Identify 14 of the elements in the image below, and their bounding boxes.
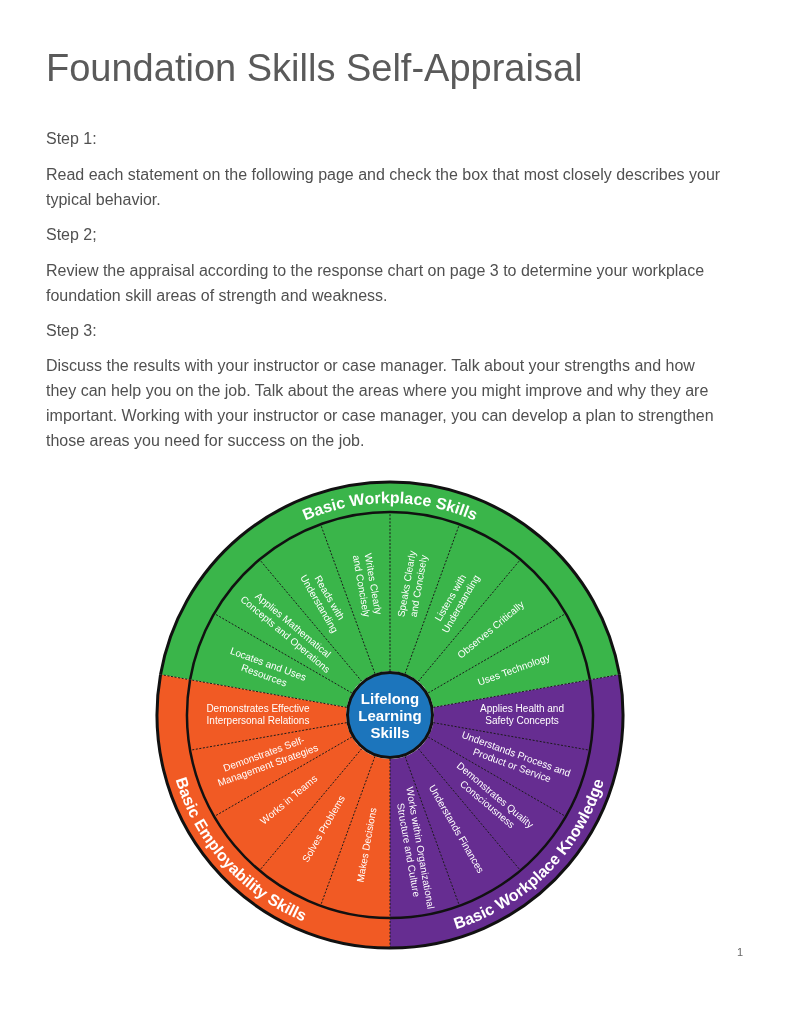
segment-label: Writes Clearly and Concisely: [349, 551, 385, 619]
segment-label: Speaks Clearly and Concisely: [395, 548, 431, 622]
instruction-paragraph: Discuss the results with your instructor or case manager. Talk about your strengths and how they can help you on the job. Talk about the areas where you might improve and why they are important. Working with your instructor or case manager, you can develop a plan to strengthen those areas you need for success on the job.: [46, 356, 715, 451]
ring-label: Basic Workplace Skills: [300, 488, 481, 524]
step-heading: Step 1:: [46, 129, 97, 149]
instruction-paragraph: Review the appraisal according to the response chart on page 3 to determine your workplace foundation skill areas of strength and weakness.: [46, 261, 706, 306]
segment-label: Makes Decisions: [354, 806, 380, 884]
segment-label: Applies Health and Safety Concepts: [479, 703, 565, 727]
page-title: Foundation Skills Self-Appraisal: [46, 49, 583, 87]
segment-label: Demonstrates Effective Interpersonal Relations: [205, 703, 311, 727]
page-number: 1: [737, 946, 744, 959]
step-heading: Step 3:: [46, 321, 97, 341]
instruction-paragraph: Read each statement on the following page and check the box that most closely describes your typical behavior.: [46, 165, 722, 210]
step-heading: Step 2;: [46, 225, 97, 245]
